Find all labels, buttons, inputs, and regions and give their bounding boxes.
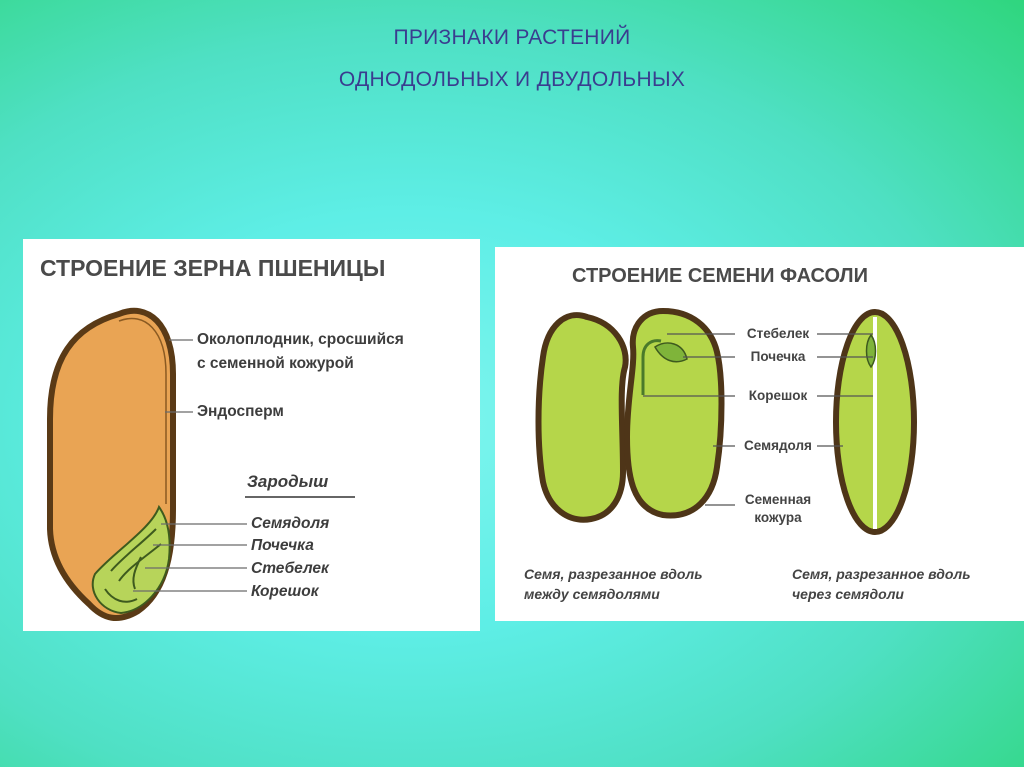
bean-seed-diagram xyxy=(535,307,917,535)
slide-title-line-1: ПРИЗНАКИ РАСТЕНИЙ xyxy=(393,26,631,49)
wheat-panel-heading: СТРОЕНИЕ ЗЕРНА ПШЕНИЦЫ xyxy=(40,255,386,281)
bean-label-stem: Стебелек xyxy=(746,326,810,341)
bean-caption-left-line-2: между семядолями xyxy=(524,586,660,602)
wheat-label-embryo-heading: Зародыш xyxy=(247,472,329,491)
bean-label-cotyledon: Семядоля xyxy=(744,438,812,453)
wheat-grain-panel: СТРОЕНИЕ ЗЕРНА ПШЕНИЦЫ Околоплодник, сро… xyxy=(23,239,480,631)
wheat-label-cotyledon: Семядоля xyxy=(251,515,330,532)
bean-panel-heading: СТРОЕНИЕ СЕМЕНИ ФАСОЛИ xyxy=(572,265,868,287)
bean-label-seed-coat-line-1: Семенная xyxy=(744,492,812,507)
bean-middle-cotyledon xyxy=(623,307,725,519)
bean-caption-right-line-2: через семядоли xyxy=(792,586,904,602)
wheat-label-root: Корешок xyxy=(251,583,319,600)
wheat-label-endosperm: Эндосперм xyxy=(197,403,284,420)
bean-label-root: Корешок xyxy=(748,388,808,403)
bean-label-seed-coat-line-2: кожура xyxy=(754,510,802,525)
bean-caption-right-line-1: Семя, разрезанное вдоль xyxy=(792,566,971,582)
wheat-label-pericarp-line-1: Околоплодник, сросшийся xyxy=(197,331,404,348)
wheat-label-stem: Стебелек xyxy=(251,560,329,577)
slide-title-line-2: ОДНОДОЛЬНЫХ И ДВУДОЛЬНЫХ xyxy=(338,68,686,91)
bean-caption-left-line-1: Семя, разрезанное вдоль xyxy=(524,566,703,582)
bean-left-cotyledon xyxy=(535,312,629,523)
bean-seed-panel: СТРОЕНИЕ СЕМЕНИ ФАСОЛИ Стебелек Почечка … xyxy=(495,247,1024,621)
wheat-label-pericarp-line-2: с семенной кожурой xyxy=(197,355,354,372)
wheat-grain-diagram xyxy=(47,307,355,622)
wheat-label-bud: Почечка xyxy=(251,537,314,554)
bean-label-bud: Почечка xyxy=(750,349,806,364)
